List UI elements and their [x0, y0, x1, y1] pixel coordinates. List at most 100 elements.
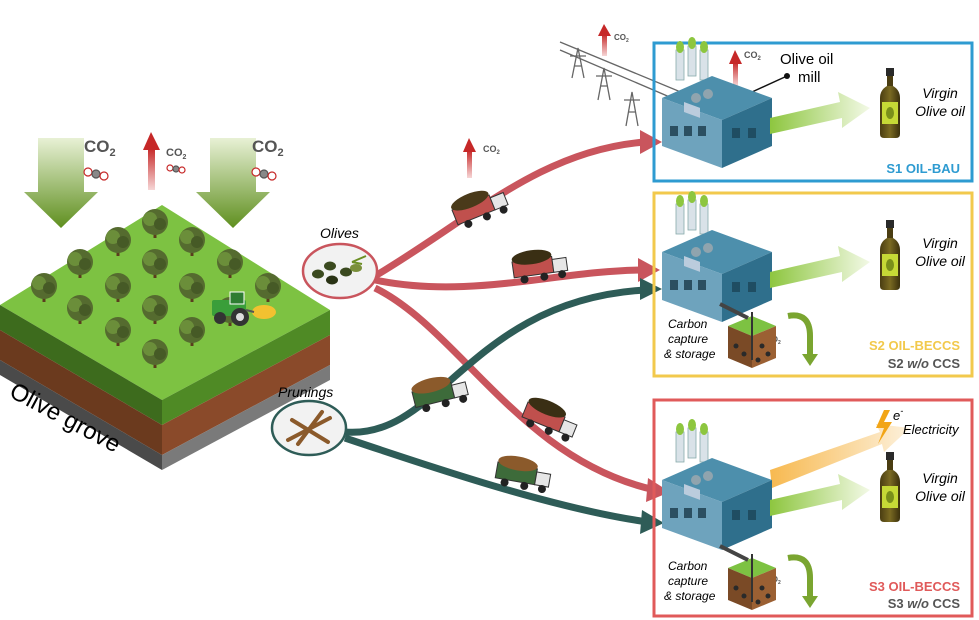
electron-symbol: e-	[893, 406, 903, 423]
electricity-label: Electricity	[903, 422, 960, 437]
grove-soil-left	[0, 330, 162, 455]
olive-oil-bottle-icon	[880, 220, 900, 290]
olive-oil-bottle-icon	[880, 68, 900, 138]
grove-rock-left	[0, 360, 162, 470]
s3-product-line1: Virgin	[922, 470, 958, 486]
olive-tree-icon	[179, 227, 205, 256]
s2-product-line2: Olive oil	[915, 253, 966, 269]
co2-molecule-icons	[83, 164, 277, 181]
tractor-icon	[212, 291, 276, 326]
olive-tree-icon	[67, 249, 93, 278]
olive-oil-mill-icon	[662, 419, 772, 550]
prunings-node: Prunings	[270, 384, 348, 457]
co2-molecule-icon	[251, 167, 277, 181]
olive-oil-mill-icon	[662, 191, 772, 322]
product-arrow	[770, 474, 870, 516]
olive-flows	[373, 138, 656, 494]
olive-tree-icon	[142, 209, 168, 238]
s3-ccs-line2: capture	[668, 574, 708, 588]
bottles	[880, 68, 900, 522]
olive-oil-bottle-icon	[880, 452, 900, 522]
lightning-icon	[876, 410, 892, 444]
s1-label: S1 OIL-BAU	[886, 161, 960, 176]
olive-flow-s1	[373, 138, 646, 280]
s2-ccs-line2: capture	[668, 332, 708, 346]
olive-tree-icon	[67, 295, 93, 324]
s2-frame	[652, 191, 974, 378]
truck-icon	[494, 455, 552, 494]
grove-soil-right	[162, 335, 330, 455]
ccs-units	[719, 302, 818, 610]
s2-product-line1: Virgin	[922, 235, 958, 251]
olive-tree-icon	[217, 249, 243, 278]
s2-sub-label: S2 w/o CCS	[888, 356, 961, 371]
electricity-arrow	[770, 424, 910, 488]
olives-node: Olives	[301, 225, 379, 300]
olive-flow-heads	[638, 130, 670, 502]
co2-label-large-right: CO2	[252, 137, 284, 159]
s3-ccs-line3: & storage	[664, 589, 716, 603]
co2-uptake-arrow-left	[24, 138, 98, 228]
s2-label: S2 OIL-BECCS	[869, 338, 960, 353]
s1-product-line2: Olive oil	[915, 103, 966, 119]
pruning-flow-heads	[640, 278, 664, 534]
olive-tree-icon	[142, 339, 168, 368]
pruning-flow-s3	[343, 434, 649, 526]
olives-icon	[312, 255, 367, 285]
s3-product-line2: Olive oil	[915, 488, 966, 504]
olive-tree-icon	[179, 273, 205, 302]
s3-sub-label: S3 w/o CCS	[888, 596, 961, 611]
olive-oil-mill-icon	[662, 37, 772, 168]
olive-tree-icon	[105, 317, 131, 346]
grove-grass-left	[0, 305, 162, 425]
s2-ccs-line1: Carbon	[668, 317, 708, 331]
product-labels: Virgin Olive oil Virgin Olive oil Virgin…	[915, 85, 966, 504]
pruning-flow-s2	[344, 286, 646, 436]
scenario-s1-box: S1 OIL-BAU Olive oil mill	[652, 41, 974, 183]
co2-label-mill: CO2	[744, 50, 762, 62]
grove-rock-right	[162, 365, 330, 470]
scenario-s2-box: S2 OIL-BECCS S2 w/o CCS Carbon capture &…	[652, 191, 974, 378]
product-arrow	[770, 246, 870, 288]
grove-grass-right	[162, 310, 330, 425]
co2-molecule-icon	[166, 164, 186, 174]
s3-ccs-line1: Carbon	[668, 559, 708, 573]
mill-pointer-line	[751, 75, 788, 93]
s3-frame	[652, 398, 974, 618]
co2-label-grove: CO2	[166, 147, 187, 161]
olive-tree-icon	[255, 273, 281, 302]
olive-tree-icon	[142, 249, 168, 278]
olives-label: Olives	[320, 225, 359, 241]
co2-emission-arrow-truck	[463, 138, 476, 178]
olive-tree-icon	[31, 273, 57, 302]
olive-flow-s2	[374, 266, 646, 291]
co2-label-truck: CO2	[483, 144, 501, 156]
prunings-label: Prunings	[278, 384, 333, 400]
olive-tree-icon	[105, 227, 131, 256]
carbon-storage-icon	[719, 544, 818, 610]
truck-icon	[411, 376, 469, 413]
s2-ccs-line3: & storage	[664, 347, 716, 361]
co2-molecule-icon	[83, 167, 109, 181]
product-arrow	[770, 92, 870, 134]
pruning-flows	[343, 286, 649, 526]
prunings-icon	[286, 410, 332, 446]
trucks	[411, 190, 578, 494]
co2-emission-arrow-grid	[598, 24, 611, 56]
truck-icon	[451, 190, 509, 228]
olive-grove: Olive grove	[0, 205, 330, 470]
truck-icon	[521, 397, 578, 442]
olive-tree-icon	[179, 317, 205, 346]
co2-emission-arrow-mill	[729, 50, 742, 86]
olive-flow-s3	[373, 284, 656, 494]
co2-emission-arrow-grove	[143, 132, 160, 190]
mill-label-line2: mill	[798, 69, 821, 86]
co2-uptake-arrow-right	[196, 138, 270, 228]
olive-tree-icon	[142, 295, 168, 324]
s1-product-line1: Virgin	[922, 85, 958, 101]
co2-label-large-left: CO2	[84, 137, 116, 159]
truck-icon	[511, 249, 569, 284]
s1-frame	[652, 41, 974, 183]
olive-tree-icon	[105, 273, 131, 302]
